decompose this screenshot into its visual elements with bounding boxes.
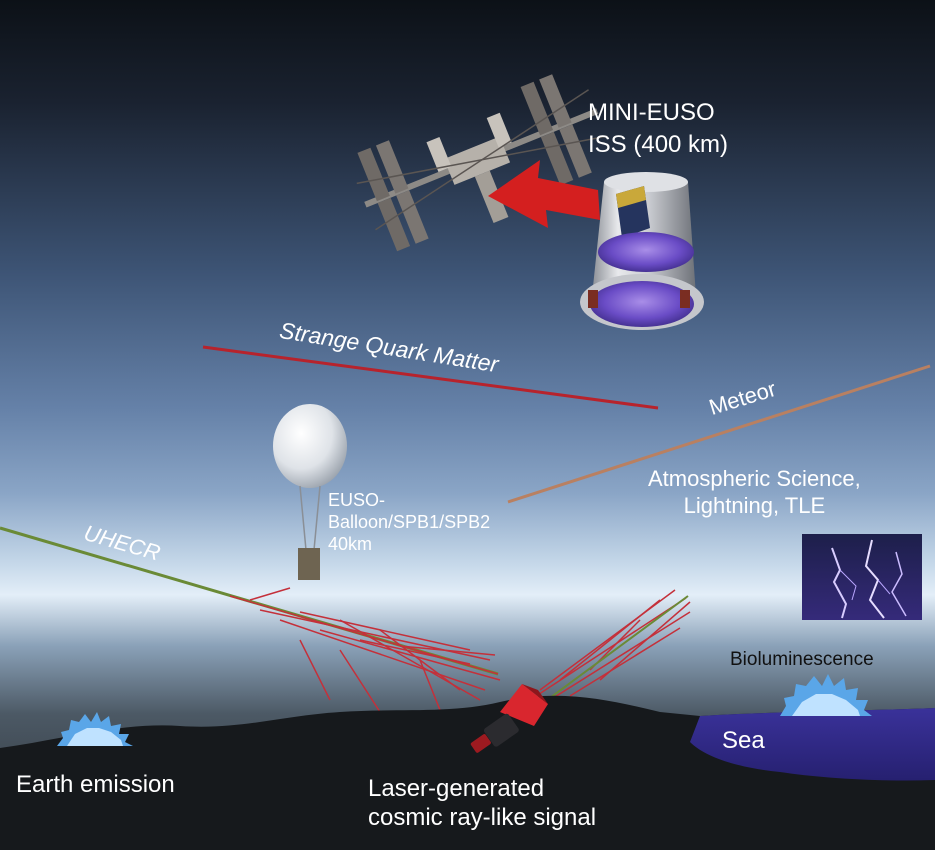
uhecr-shower <box>229 587 501 713</box>
sea-label: Sea <box>722 727 765 754</box>
balloon-label: EUSO- Balloon/SPB1/SPB2 40km <box>328 490 491 554</box>
lightning-photo-icon <box>802 534 922 620</box>
mini-euso-telescope-icon <box>580 172 704 330</box>
strange-quark-track <box>202 345 659 410</box>
meteor-track <box>507 364 931 504</box>
bioluminescence-glow-icon <box>780 674 872 716</box>
mini-euso-title: MINI-EUSO <box>588 99 715 126</box>
earth-glow-icon <box>57 712 133 746</box>
laser-shower <box>529 589 691 701</box>
bioluminescence-label: Bioluminescence <box>730 649 874 670</box>
sea-area <box>690 708 935 781</box>
laser-signal-label: Laser-generated cosmic ray-like signal <box>368 775 597 832</box>
transfer-arrow-icon <box>488 160 600 228</box>
laser-emitter-icon <box>470 684 548 753</box>
iss-station-icon <box>356 74 608 252</box>
iss-altitude-label: ISS (400 km) <box>588 131 729 158</box>
atmospheric-science-label: Atmospheric Science, Lightning, TLE <box>648 466 861 518</box>
earth-emission-label: Earth emission <box>16 771 175 798</box>
balloon-icon <box>273 404 347 580</box>
